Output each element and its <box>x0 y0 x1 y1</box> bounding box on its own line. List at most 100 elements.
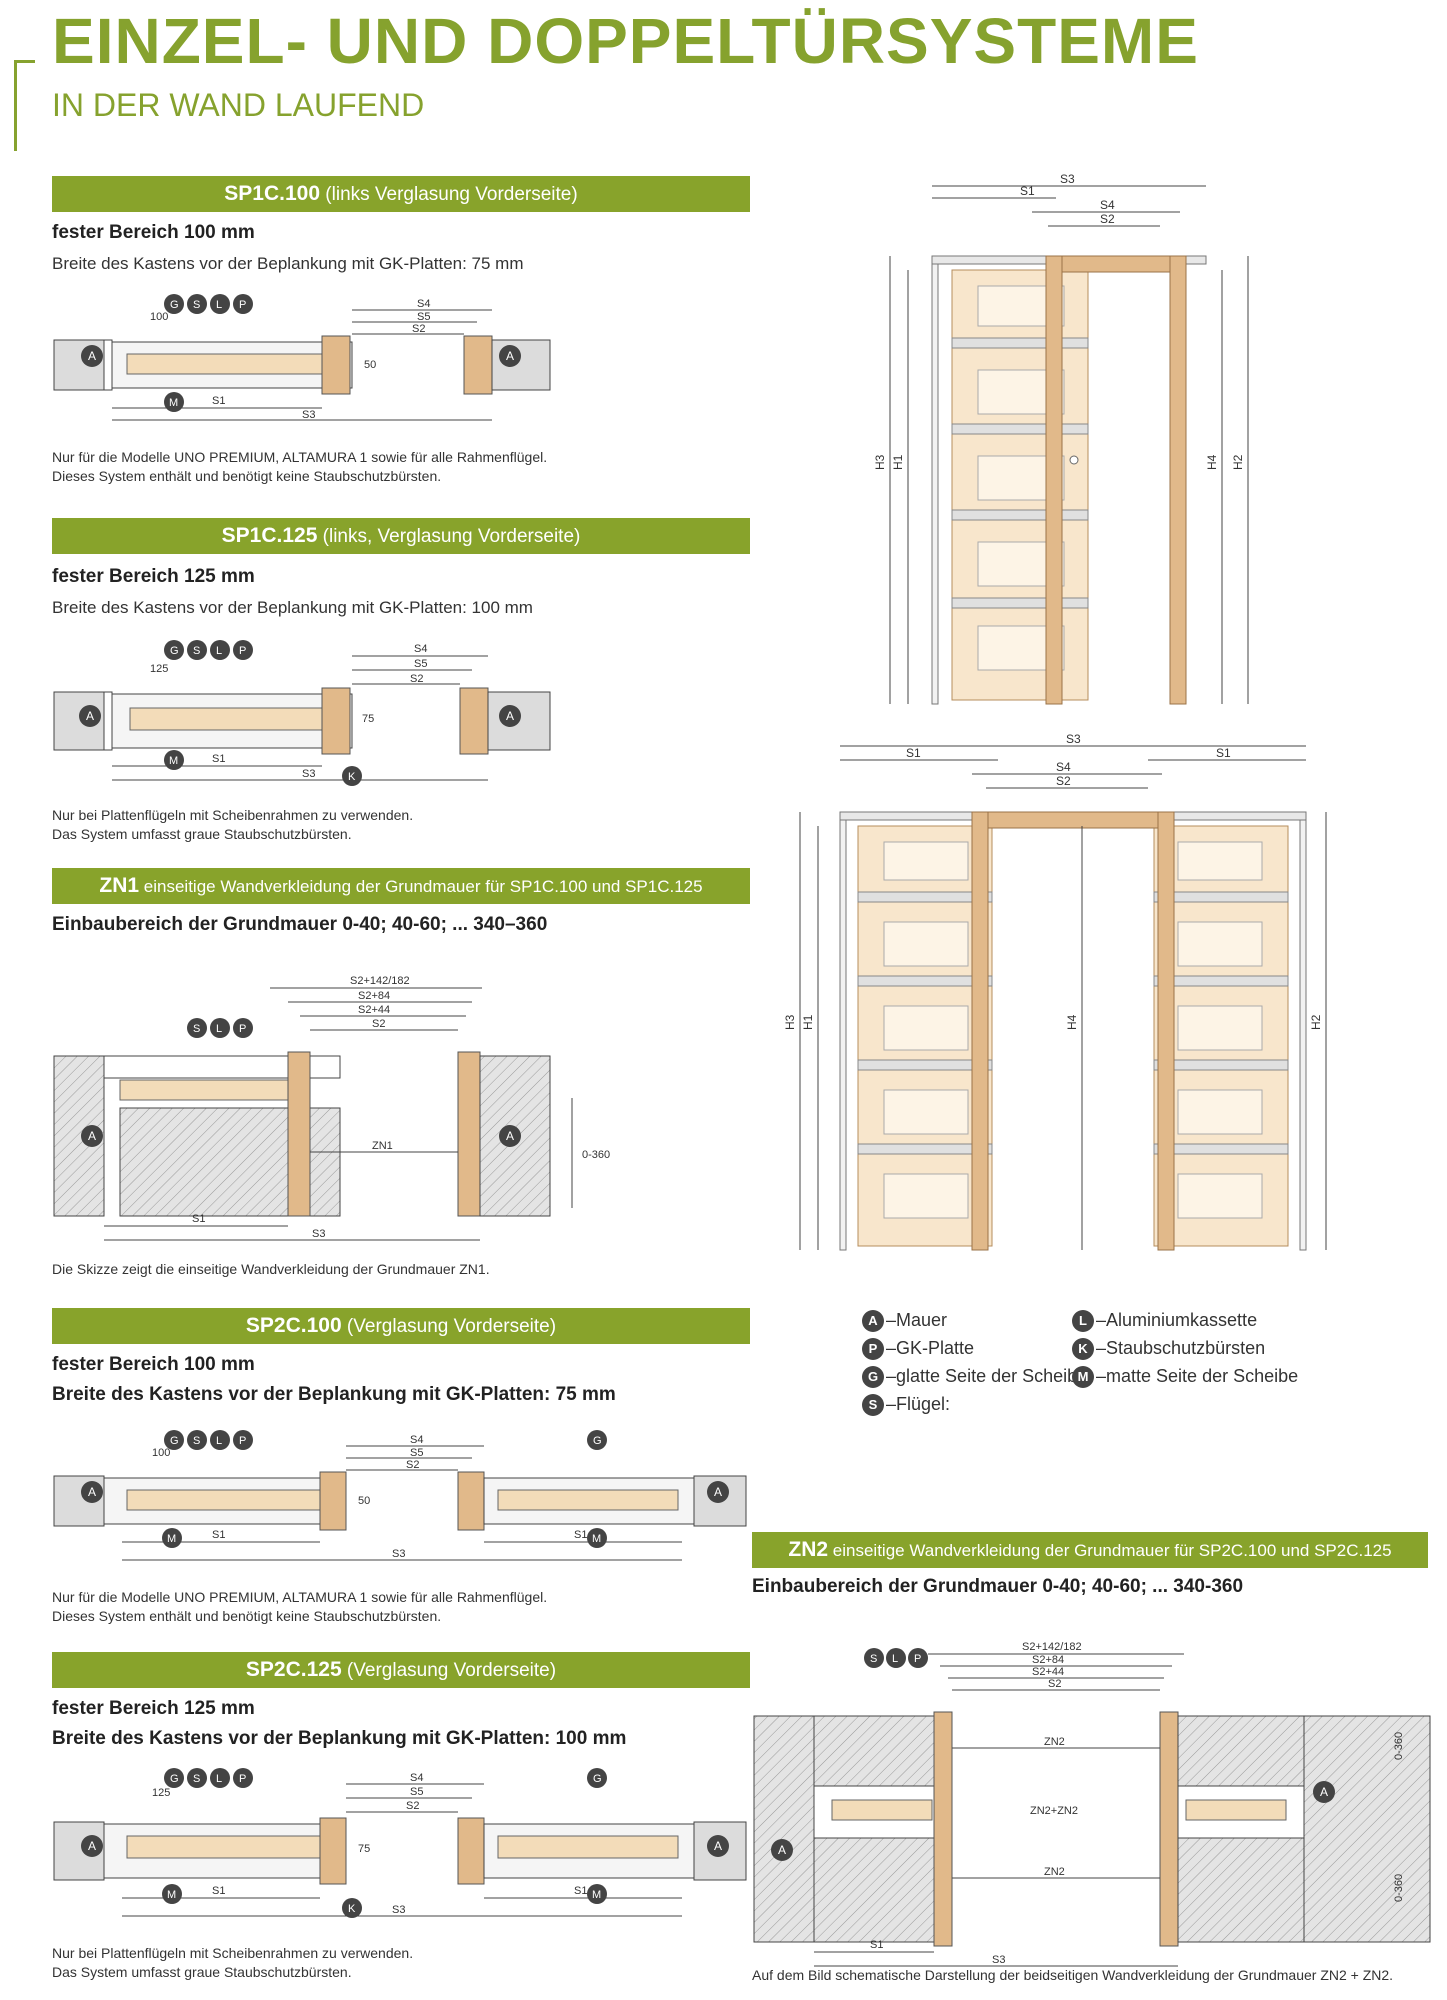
gk-plate-left <box>103 339 113 391</box>
svg-text:P: P <box>239 1023 246 1035</box>
section-desc: (links Verglasung Vorderseite) <box>320 184 578 205</box>
label-s5: S5 <box>414 658 427 670</box>
svg-text:S: S <box>193 1023 200 1035</box>
label-75: 75 <box>362 713 374 725</box>
marker-l: L <box>886 1648 906 1668</box>
label-s3: S3 <box>992 1954 1005 1966</box>
section-subheading: Einbaubereich der Grundmauer 0-40; 40-60… <box>752 1576 1244 1597</box>
marker-s: S <box>187 294 207 314</box>
label-s2: S2 <box>410 673 423 685</box>
section-desc: (Verglasung Vorderseite) <box>341 1316 557 1337</box>
section-small-1: Auf dem Bild schematische Darstellung de… <box>752 1967 1394 1983</box>
section-subheading-2: Breite des Kastens vor der Beplankung mi… <box>52 1384 616 1405</box>
label-75: 75 <box>358 1843 370 1855</box>
label-s1: S1 <box>212 753 225 765</box>
marker-s: S <box>864 1648 884 1668</box>
marker-a-left: A <box>771 1839 793 1861</box>
legend-key: S <box>862 1394 884 1417</box>
section-small-1: Nur für die Modelle UNO PREMIUM, ALTAMUR… <box>52 1589 548 1605</box>
marker-a-left: A <box>81 1835 103 1857</box>
marker-a-right: A <box>707 1481 729 1503</box>
label-s2: S2 <box>406 1459 419 1471</box>
svg-text:G: G <box>170 645 179 657</box>
door-panes <box>883 841 1263 1219</box>
section-banner-zn1: ZN1 einseitige Wandverkleidung der Grund… <box>52 868 750 904</box>
marker-a-left: A <box>81 1125 103 1147</box>
label-s1-right: S1 <box>574 1529 587 1541</box>
svg-text:A: A <box>506 709 514 723</box>
section-banner-sp1c100: SP1C.100 (links Verglasung Vorderseite) <box>52 176 750 212</box>
label-s5: S5 <box>410 1786 423 1798</box>
marker-m-left: M <box>162 1884 182 1904</box>
label-s1: S1 <box>212 395 225 407</box>
marker-g-right: G <box>587 1768 607 1788</box>
section-small-1: Nur bei Plattenflügeln mit Scheibenrahme… <box>52 807 414 823</box>
section-code: ZN1 <box>99 874 140 897</box>
marker-a-right: A <box>707 1835 729 1857</box>
section-banner-sp1c125: SP1C.125 (links, Verglasung Vorderseite) <box>52 518 750 554</box>
label-125: 125 <box>150 663 168 675</box>
section-subheading: fester Bereich 100 mm <box>52 222 255 243</box>
label-s3: S3 <box>302 409 315 421</box>
section-small-1: Nur für die Modelle UNO PREMIUM, ALTAMUR… <box>52 449 548 465</box>
marker-p: P <box>233 294 253 314</box>
label-s5: S5 <box>417 311 430 323</box>
section-small-2: Dieses System enthält und benötigt keine… <box>52 468 442 484</box>
label-zn2-bottom: ZN2 <box>1044 1866 1065 1878</box>
elevation-single-door: S3 S1 S4 S2 H3 H1 H4 H2 <box>873 172 1249 705</box>
svg-text:L: L <box>216 299 222 311</box>
label-s2-84: S2+84 <box>358 990 390 1002</box>
label-s1-left: S1 <box>212 1885 225 1897</box>
label-s3: S3 <box>1066 732 1081 746</box>
legend-key: P <box>862 1338 884 1361</box>
marker-g: G <box>164 640 184 660</box>
marker-g-right: G <box>587 1430 607 1450</box>
svg-text:L: L <box>892 1653 898 1665</box>
svg-text:A: A <box>714 1839 722 1853</box>
label-h3: H3 <box>783 1014 797 1030</box>
svg-text:A: A <box>506 349 514 363</box>
marker-l: L <box>210 1430 230 1450</box>
label-s2-142: S2+142/182 <box>350 975 410 987</box>
frame-top <box>1061 255 1187 273</box>
svg-text:P: P <box>914 1653 921 1665</box>
svg-text:A: A <box>1320 1785 1328 1799</box>
frame-right <box>463 335 493 395</box>
diagram-zn2: S2+142/182 S2+84 S2+44 S2 ZN2 ZN2+ZN2 ZN… <box>753 1641 1431 1967</box>
section-code: ZN2 <box>788 1538 829 1561</box>
frame-right <box>1169 255 1187 705</box>
label-s3: S3 <box>392 1548 405 1560</box>
svg-text:S: S <box>193 1773 200 1785</box>
marker-a-left: A <box>81 1481 103 1503</box>
svg-text:K: K <box>348 771 356 783</box>
label-s2-44: S2+44 <box>358 1004 390 1016</box>
marker-m-left: M <box>162 1528 182 1548</box>
svg-text:A: A <box>714 1485 722 1499</box>
svg-text:L: L <box>216 1435 222 1447</box>
label-zn2-zn2: ZN2+ZN2 <box>1030 1805 1078 1817</box>
diagram-sp2c100: S4 S5 S2 S1 S1 S3 100 50 A A G S L P G M… <box>53 1430 747 1561</box>
svg-text:M: M <box>167 1889 176 1901</box>
label-h1: H1 <box>801 1014 815 1030</box>
svg-text:G: G <box>593 1435 602 1447</box>
label-s4: S4 <box>410 1772 423 1784</box>
label-s3: S3 <box>312 1228 325 1240</box>
frame-left <box>321 335 351 395</box>
marker-m: M <box>164 750 184 770</box>
svg-text:G: G <box>170 299 179 311</box>
svg-text:A: A <box>88 1839 96 1853</box>
svg-text:P: P <box>239 299 246 311</box>
section-banner-zn2: ZN2 einseitige Wandverkleidung der Grund… <box>752 1532 1428 1568</box>
section-code: SP1C.125 <box>221 524 318 547</box>
svg-text:A: A <box>88 349 96 363</box>
section-small-1: Nur bei Plattenflügeln mit Scheibenrahme… <box>52 1945 414 1961</box>
label-s3: S3 <box>302 768 315 780</box>
section-code: SP2C.125 <box>245 1658 342 1681</box>
legend-key: M <box>1072 1366 1094 1389</box>
section-banner-sp2c125: SP2C.125 (Verglasung Vorderseite) <box>52 1652 750 1688</box>
svg-text:L: L <box>216 1773 222 1785</box>
label-h4: H4 <box>1205 454 1219 470</box>
label-s2: S2 <box>1048 1678 1061 1690</box>
corner-bracket <box>14 60 35 151</box>
label-s4: S4 <box>417 298 430 310</box>
